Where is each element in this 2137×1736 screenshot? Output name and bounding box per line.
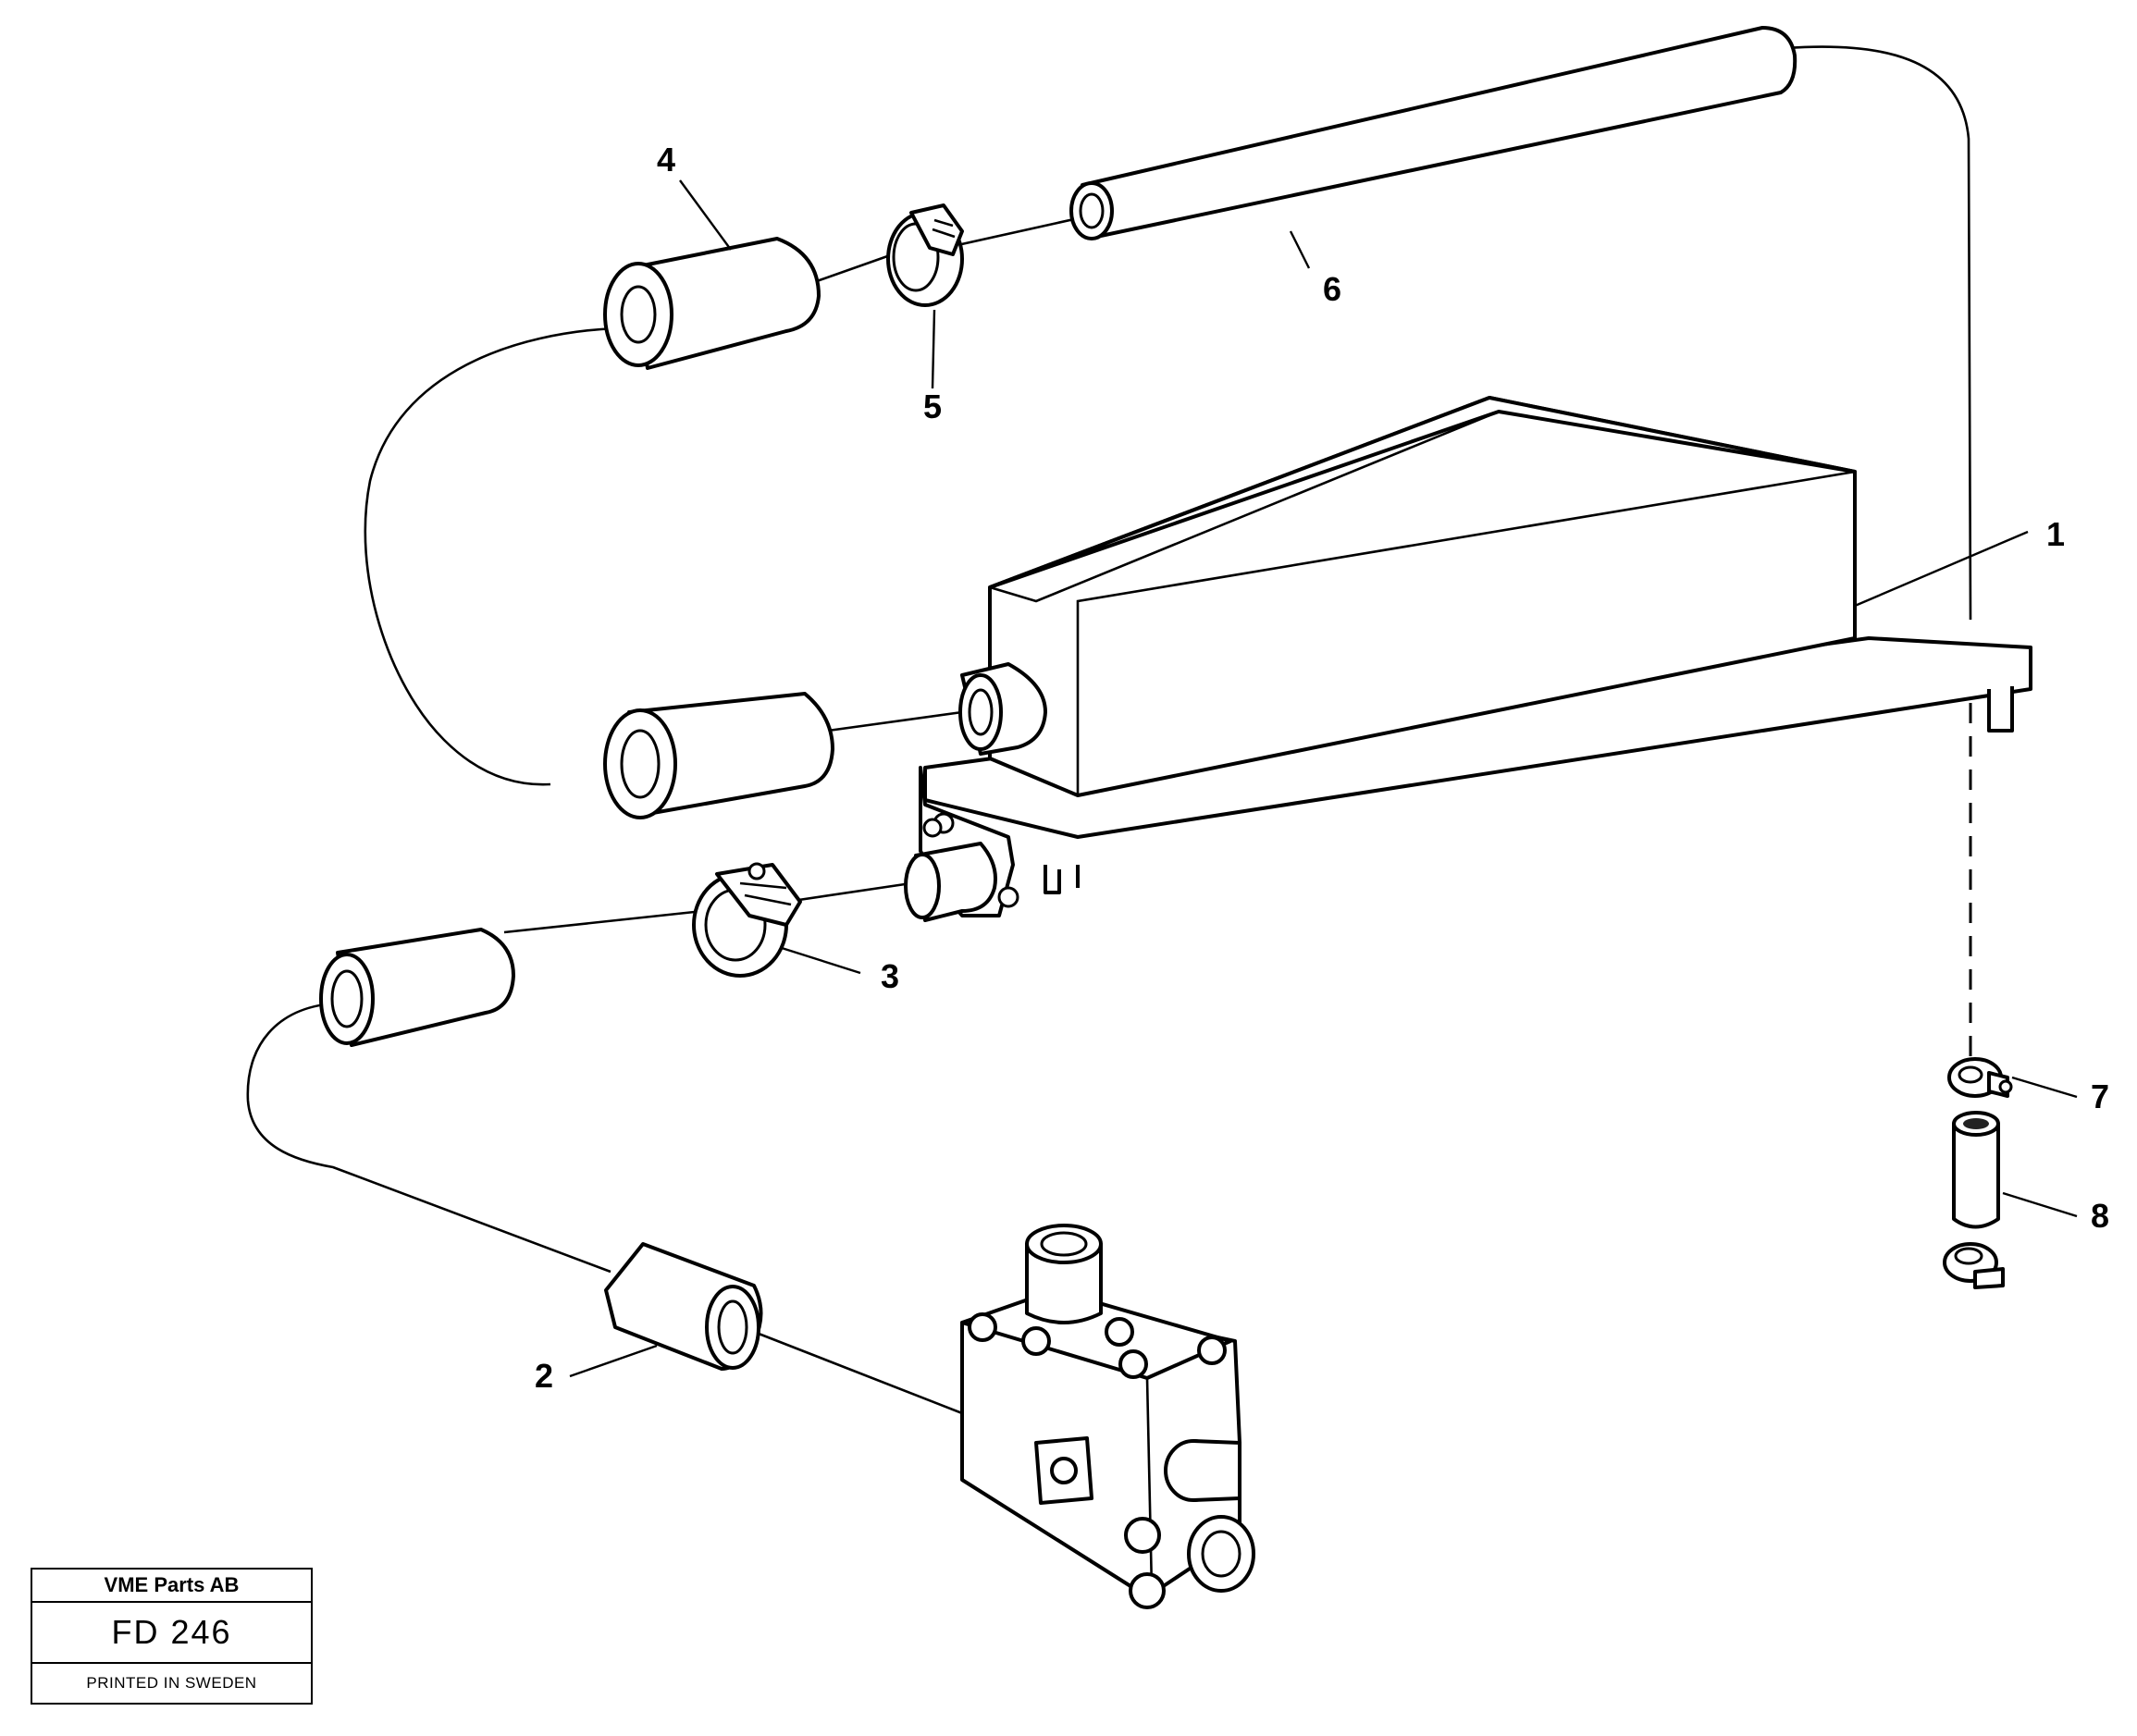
- hose-part-2-lower: [604, 1242, 763, 1371]
- callout-5: 5: [923, 388, 942, 425]
- hose-part-4: [603, 237, 821, 370]
- clamp-part-7: [1947, 1057, 2013, 1098]
- pipe-part-6: [1069, 26, 1797, 240]
- tank-part-1: [904, 396, 2032, 922]
- callout-8: 8: [2091, 1197, 2109, 1235]
- callout-2: 2: [535, 1357, 553, 1395]
- clamp-part-3: [692, 862, 802, 978]
- callout-1: 1: [2046, 515, 2065, 553]
- title-block: VME Parts AB FD 246 PRINTED IN SWEDEN: [31, 1568, 313, 1705]
- lower-return-hose: [603, 692, 834, 819]
- hose-part-2-upper: [319, 928, 515, 1047]
- callout-6: 6: [1323, 270, 1341, 308]
- sleeve-part-8: [1952, 1111, 2000, 1229]
- callout-4: 4: [657, 141, 675, 179]
- clamp-part-8-lower: [1943, 1242, 2005, 1289]
- company-name: VME Parts AB: [32, 1570, 311, 1603]
- valve-block: [960, 1224, 1255, 1609]
- leader-lines: [569, 179, 2078, 1378]
- clamp-part-5: [886, 203, 964, 307]
- callout-3: 3: [881, 957, 899, 995]
- callout-7: 7: [2091, 1077, 2109, 1115]
- printed-note: PRINTED IN SWEDEN: [86, 1674, 257, 1692]
- drawing-code: FD 246: [32, 1603, 311, 1664]
- hose-lines: [246, 45, 1972, 1415]
